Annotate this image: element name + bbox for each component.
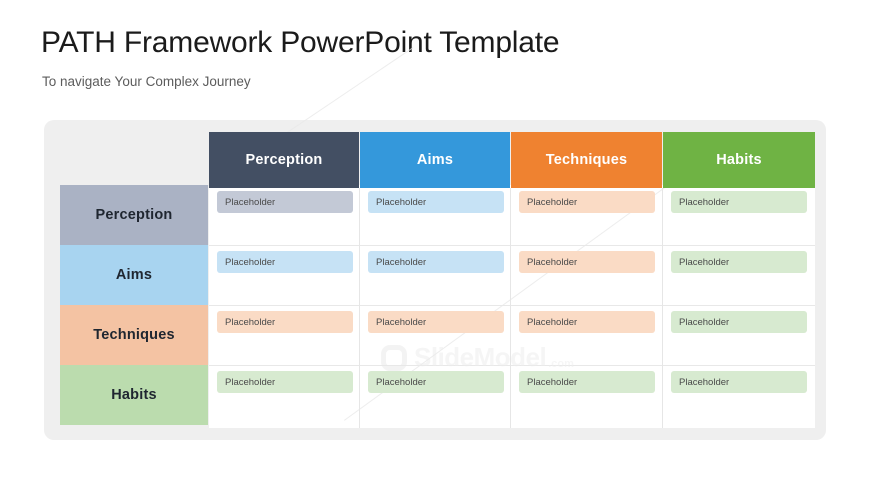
table-cell[interactable]: Placeholder [663,365,815,425]
row-header-perception: Perception [60,185,208,245]
table-cell[interactable]: Placeholder [663,245,815,305]
placeholder-chip[interactable]: Placeholder [368,311,504,333]
table-cell[interactable]: Placeholder [511,185,662,245]
grid-line-vertical [359,188,360,428]
placeholder-chip[interactable]: Placeholder [217,251,353,273]
table-cell[interactable]: Placeholder [209,305,359,365]
table-cell[interactable]: Placeholder [511,365,662,425]
table-cell[interactable]: Placeholder [360,245,510,305]
column-header-perception: Perception [209,132,359,188]
column-header-label: Techniques [545,152,628,168]
placeholder-chip[interactable]: Placeholder [519,311,655,333]
row-header-label: Perception [95,207,173,223]
table-cell[interactable]: Placeholder [209,365,359,425]
slide-subtitle: To navigate Your Complex Journey [42,74,251,89]
placeholder-chip[interactable]: Placeholder [671,251,807,273]
matrix-grid: Perception Aims Techniques Habits Percep… [44,47,826,440]
table-cell[interactable]: Placeholder [360,365,510,425]
matrix-panel: Perception Aims Techniques Habits Percep… [44,47,826,440]
column-header-label: Perception [245,152,323,168]
table-cell[interactable]: Placeholder [360,185,510,245]
placeholder-chip[interactable]: Placeholder [671,311,807,333]
placeholder-chip[interactable]: Placeholder [671,191,807,213]
grid-line-horizontal [209,245,815,246]
grid-line-vertical [510,188,511,428]
placeholder-chip[interactable]: Placeholder [368,191,504,213]
placeholder-chip[interactable]: Placeholder [671,371,807,393]
row-header-aims: Aims [60,245,208,305]
row-header-label: Habits [111,387,157,403]
row-header-techniques: Techniques [60,305,208,365]
placeholder-chip[interactable]: Placeholder [217,371,353,393]
table-cell[interactable]: Placeholder [360,305,510,365]
placeholder-chip[interactable]: Placeholder [368,251,504,273]
placeholder-chip[interactable]: Placeholder [519,251,655,273]
placeholder-chip[interactable]: Placeholder [519,371,655,393]
table-cell[interactable]: Placeholder [209,185,359,245]
table-cell[interactable]: Placeholder [511,305,662,365]
grid-line-vertical [662,188,663,428]
column-header-aims: Aims [360,132,510,188]
column-header-habits: Habits [663,132,815,188]
column-header-label: Habits [716,152,762,168]
table-cell[interactable]: Placeholder [663,305,815,365]
table-cell[interactable]: Placeholder [209,245,359,305]
table-cell[interactable]: Placeholder [511,245,662,305]
placeholder-chip[interactable]: Placeholder [217,191,353,213]
placeholder-chip[interactable]: Placeholder [368,371,504,393]
column-header-techniques: Techniques [511,132,662,188]
grid-line-horizontal [209,305,815,306]
table-cell[interactable]: Placeholder [663,185,815,245]
slide-title: PATH Framework PowerPoint Template [41,26,560,59]
placeholder-chip[interactable]: Placeholder [217,311,353,333]
grid-line-horizontal [209,365,815,366]
row-header-label: Techniques [93,327,175,343]
row-header-habits: Habits [60,365,208,425]
placeholder-chip[interactable]: Placeholder [519,191,655,213]
row-header-label: Aims [115,267,153,283]
column-header-label: Aims [416,152,454,168]
